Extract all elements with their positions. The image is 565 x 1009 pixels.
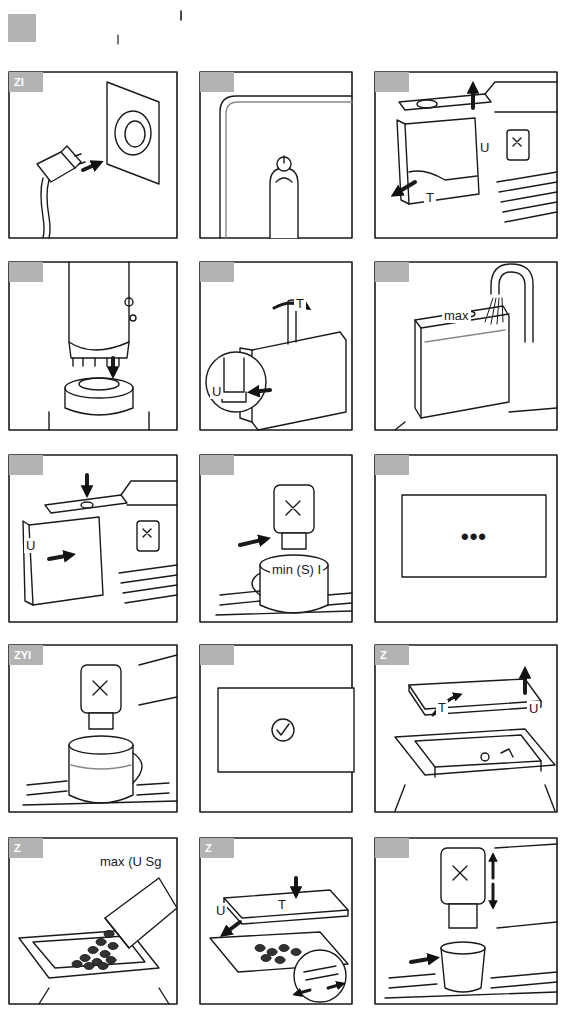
bean-container-lid bbox=[395, 671, 555, 811]
step-number: Z bbox=[380, 649, 387, 661]
step-badge: Z bbox=[9, 838, 43, 858]
filter-insert bbox=[206, 300, 346, 430]
spout-adjust bbox=[385, 844, 557, 998]
step-badge: ZI bbox=[9, 72, 43, 92]
callout-letter: U bbox=[478, 140, 491, 155]
step-badge: ZYI bbox=[9, 645, 43, 665]
callout-letter: T bbox=[424, 190, 436, 205]
tank-insert bbox=[23, 475, 177, 605]
callout-letter: T bbox=[276, 897, 288, 912]
callout-letter: U bbox=[24, 538, 37, 553]
step-number: ZYI bbox=[14, 649, 31, 661]
step-badge bbox=[9, 72, 409, 858]
plug-socket bbox=[37, 82, 159, 238]
header-mark bbox=[117, 35, 118, 44]
callout-letter: max (U Sg bbox=[98, 854, 163, 869]
callout-letter: min (S) I bbox=[270, 562, 323, 577]
callout-letter: U bbox=[527, 701, 540, 716]
callout-letter: T bbox=[436, 700, 448, 715]
header-square bbox=[8, 14, 36, 42]
lid-closing bbox=[210, 878, 348, 1002]
water-tank-removal bbox=[395, 82, 557, 222]
water-filter bbox=[49, 262, 149, 430]
callout-letter: T bbox=[294, 296, 306, 311]
step-number: Z bbox=[14, 842, 21, 854]
power-button bbox=[220, 96, 352, 238]
display-check bbox=[218, 688, 354, 772]
progress-dots: ••• bbox=[459, 529, 489, 544]
header-mark bbox=[180, 11, 182, 20]
panel-frames bbox=[9, 72, 557, 1004]
callout-letter: U bbox=[214, 903, 227, 918]
step-badge: Z bbox=[375, 645, 409, 665]
jug-filled bbox=[23, 655, 177, 805]
step-number: ZI bbox=[14, 76, 24, 88]
step-badge: Z bbox=[200, 838, 234, 858]
tank-filling bbox=[395, 264, 557, 430]
jug-under-spout bbox=[216, 485, 352, 615]
beans-pouring bbox=[19, 878, 177, 1004]
step-number: Z bbox=[205, 842, 212, 854]
callout-letter: U bbox=[210, 384, 223, 399]
callout-letter: max bbox=[442, 308, 471, 323]
display-screen bbox=[402, 495, 546, 577]
